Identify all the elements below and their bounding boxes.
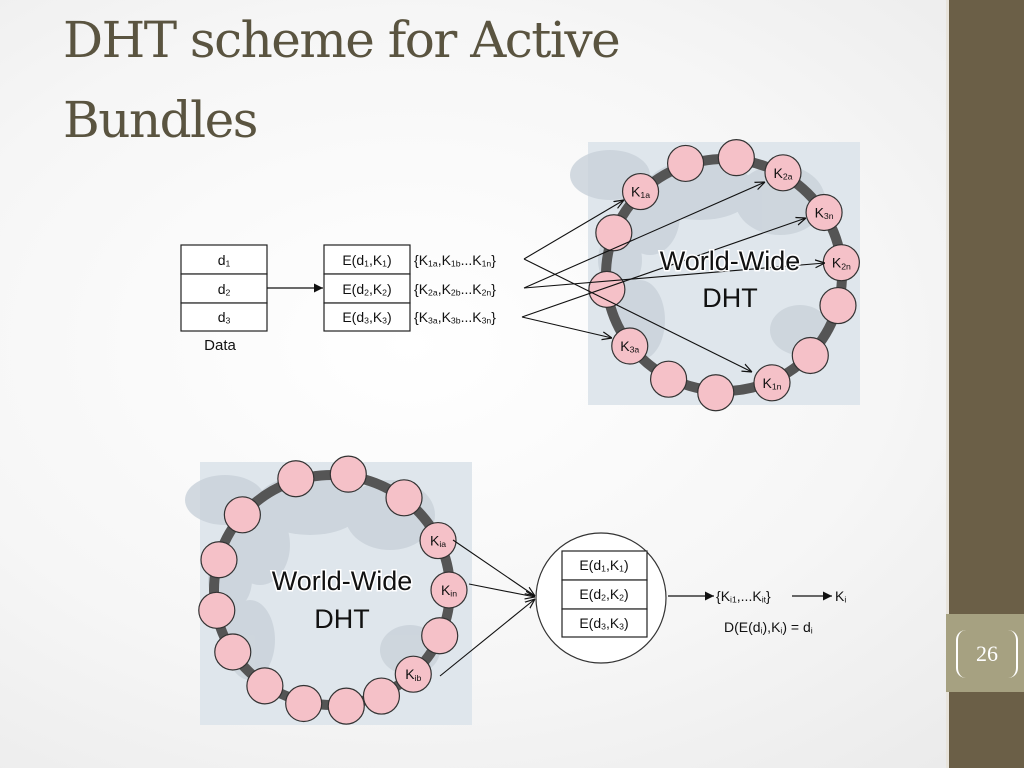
encrypted-row: E(d2​,K2​) [342, 281, 391, 298]
dht-node [277, 460, 315, 498]
dht-node [200, 541, 238, 579]
encrypted-table [323, 244, 411, 332]
dht-node-label: K2n​ [832, 255, 851, 272]
dht-node [419, 521, 457, 560]
dht-node [327, 687, 365, 725]
dht-node [753, 364, 791, 402]
dht-node [223, 496, 261, 534]
ring-label-bottom: DHT [314, 604, 370, 634]
reconstructed-key: Ki​ [835, 588, 846, 605]
dht-node [198, 591, 236, 629]
dht-node [246, 667, 284, 705]
data-caption: Data [204, 337, 236, 354]
dht-node-label: K2a​ [774, 165, 793, 182]
dht-node-label: Kin​ [441, 582, 457, 599]
dht-node [595, 214, 633, 252]
dht-node [394, 655, 432, 693]
dht-node [362, 677, 401, 715]
key-distribution-arrows [521, 182, 825, 372]
dht-node-label: Kia​ [430, 533, 446, 550]
encrypted-row: E(d3​,K3​) [342, 309, 391, 326]
dht-node [764, 154, 802, 192]
dht-node-label: Kib​ [405, 666, 421, 683]
dht-node [588, 270, 626, 308]
dht-node [430, 571, 468, 609]
dht-node [697, 374, 735, 412]
dht-node [385, 479, 423, 517]
dht-node [650, 360, 688, 398]
key-set: {K3a​,K3b​...K3n​} [414, 309, 496, 326]
slide-title: DHT scheme for Active Bundles [63, 11, 621, 149]
dht-node [717, 139, 755, 177]
dht-node [285, 684, 323, 723]
retrieved-key-set: {Ki1​,...Kit​} [716, 588, 771, 605]
bundle-row: E(d3​,K3​) [579, 615, 628, 632]
dht-node [819, 286, 857, 325]
data-row: d1​ [218, 252, 231, 269]
bundle-table [561, 550, 648, 638]
ring-label-bottom: World-Wide [272, 566, 413, 596]
dht-node [214, 633, 252, 671]
data-row: d2​ [218, 281, 231, 298]
dht-node [666, 144, 705, 183]
encrypted-row: E(d1​,K1​) [342, 252, 391, 269]
decrypt-formula: D(E(di​),Ki​) = di​ [724, 619, 813, 636]
dht-node [611, 327, 649, 365]
data-row: d3​ [218, 309, 231, 326]
bundle-row: E(d2​,K2​) [579, 586, 628, 603]
dht-node [805, 193, 843, 232]
retrieval-arrows [439, 539, 535, 677]
key-set: {K2a​,K2b​...K2n​} [414, 281, 496, 298]
dht-node-label: K3a​ [620, 338, 639, 355]
bundle-row: E(d1​,K1​) [579, 557, 628, 574]
dht-node-label: K3n​ [815, 204, 834, 221]
dht-node [421, 617, 459, 655]
key-set: {K1a​,K1b​...K1n​} [414, 252, 496, 269]
ring-label-top: DHT [702, 283, 758, 313]
page-number-box [946, 614, 1024, 692]
dht-node [791, 336, 829, 375]
dht-node [621, 172, 660, 211]
dht-node-label: K1n​ [762, 375, 781, 392]
page-number: 26 [956, 630, 1018, 678]
dht-node [329, 455, 367, 493]
dht-node-label: K1a​ [631, 184, 650, 201]
ring-label-top: World-Wide [660, 246, 801, 276]
sidebar-edge [946, 0, 949, 768]
